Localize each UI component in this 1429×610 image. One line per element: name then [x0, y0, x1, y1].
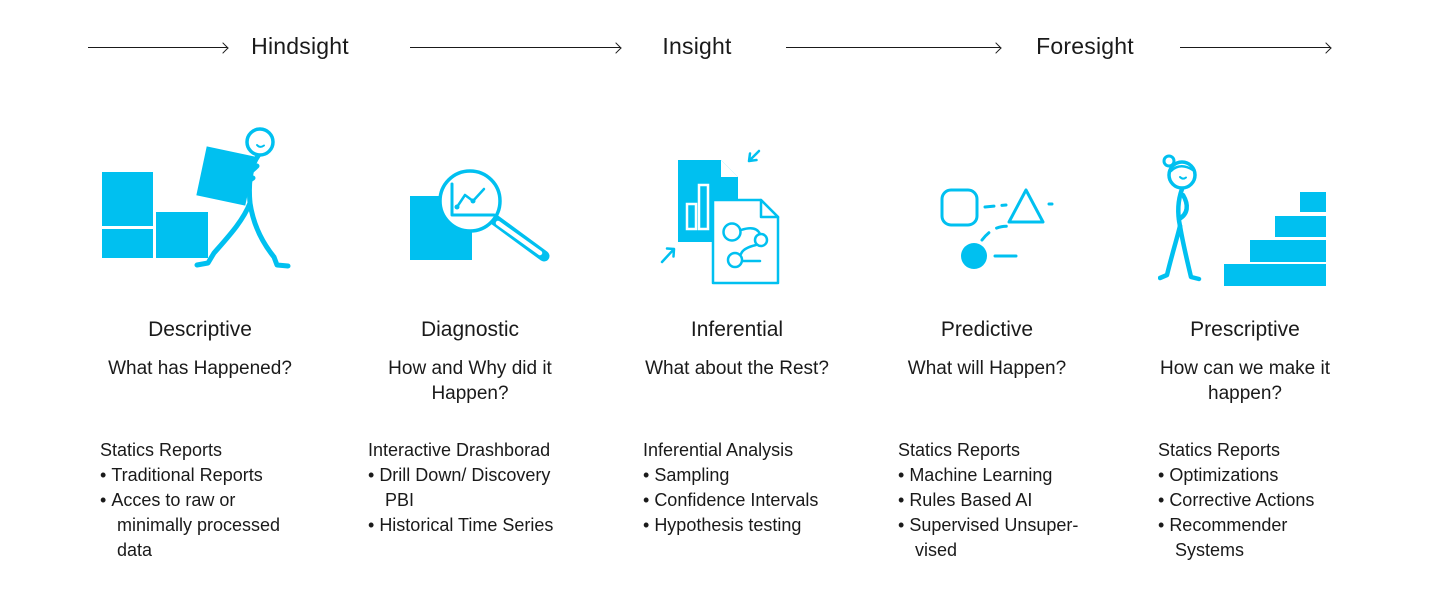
- column-list: Interactive Drashborad Drill Down/ Disco…: [368, 438, 585, 538]
- list-item: Supervised Unsuper- vised: [898, 513, 1102, 563]
- column-title: Prescriptive: [1190, 318, 1300, 341]
- column-list: Statics Reports Machine Learning Rules B…: [898, 438, 1102, 563]
- column-inferential: Inferential What about the Rest? Inferen…: [622, 110, 852, 580]
- stage-label-insight: Insight: [662, 33, 732, 59]
- stage-arrow: [88, 47, 227, 49]
- list-item: Drill Down/ Discovery PBI: [368, 463, 585, 513]
- column-prescriptive: Prescriptive How can we make it happen? …: [1130, 110, 1360, 580]
- list-title: Statics Reports: [1158, 440, 1281, 460]
- column-title: Diagnostic: [420, 318, 520, 341]
- column-predictive: Predictive What will Happen? Statics Rep…: [872, 110, 1102, 580]
- list-title: Interactive Drashborad: [368, 440, 551, 460]
- documents-arrows-icon: [660, 149, 780, 285]
- column-question: How and Why did it Happen?: [388, 358, 552, 404]
- list-item: Acces to raw or minimally processed data: [100, 488, 315, 563]
- list-item: Recommender Systems: [1158, 513, 1360, 563]
- stage-arrow: [1180, 47, 1330, 49]
- person-carrying-box-icon: [102, 127, 291, 269]
- list-item: Traditional Reports: [100, 463, 315, 488]
- stage-label-hindsight: Hindsight: [251, 33, 349, 59]
- list-title: Statics Reports: [898, 440, 1021, 460]
- column-question: How can we make it happen?: [1159, 358, 1330, 404]
- list-item: Hypothesis testing: [643, 513, 852, 538]
- column-title: Descriptive: [148, 318, 252, 341]
- column-title: Predictive: [940, 318, 1034, 341]
- list-item: Historical Time Series: [368, 513, 585, 538]
- column-diagnostic: Diagnostic How and Why did it Happen? In…: [355, 110, 585, 580]
- stage-arrow: [786, 47, 1000, 49]
- list-item: Rules Based AI: [898, 488, 1102, 513]
- magnifier-chart-icon: [410, 169, 550, 262]
- column-descriptive: Descriptive What has Happened? Statics R…: [85, 110, 315, 580]
- column-list: Statics Reports Optimizations Corrective…: [1158, 438, 1360, 563]
- list-item: Confidence Intervals: [643, 488, 852, 513]
- column-title: Inferential: [690, 318, 784, 341]
- list-title: Inferential Analysis: [643, 440, 794, 460]
- column-question: What will Happen?: [907, 358, 1067, 379]
- column-question: What about the Rest?: [645, 358, 829, 379]
- stage-label-foresight: Foresight: [1036, 33, 1134, 59]
- shapes-flow-icon: [940, 188, 1054, 269]
- column-list: Statics Reports Traditional Reports Acce…: [100, 438, 315, 563]
- person-stairs-icon: [1158, 154, 1326, 286]
- list-item: Sampling: [643, 463, 852, 488]
- list-title: Statics Reports: [100, 440, 223, 460]
- list-item: Corrective Actions: [1158, 488, 1360, 513]
- list-item: Machine Learning: [898, 463, 1102, 488]
- stage-arrow: [410, 47, 620, 49]
- column-list: Inferential Analysis Sampling Confidence…: [643, 438, 852, 538]
- column-question: What has Happened?: [108, 358, 292, 379]
- list-item: Optimizations: [1158, 463, 1360, 488]
